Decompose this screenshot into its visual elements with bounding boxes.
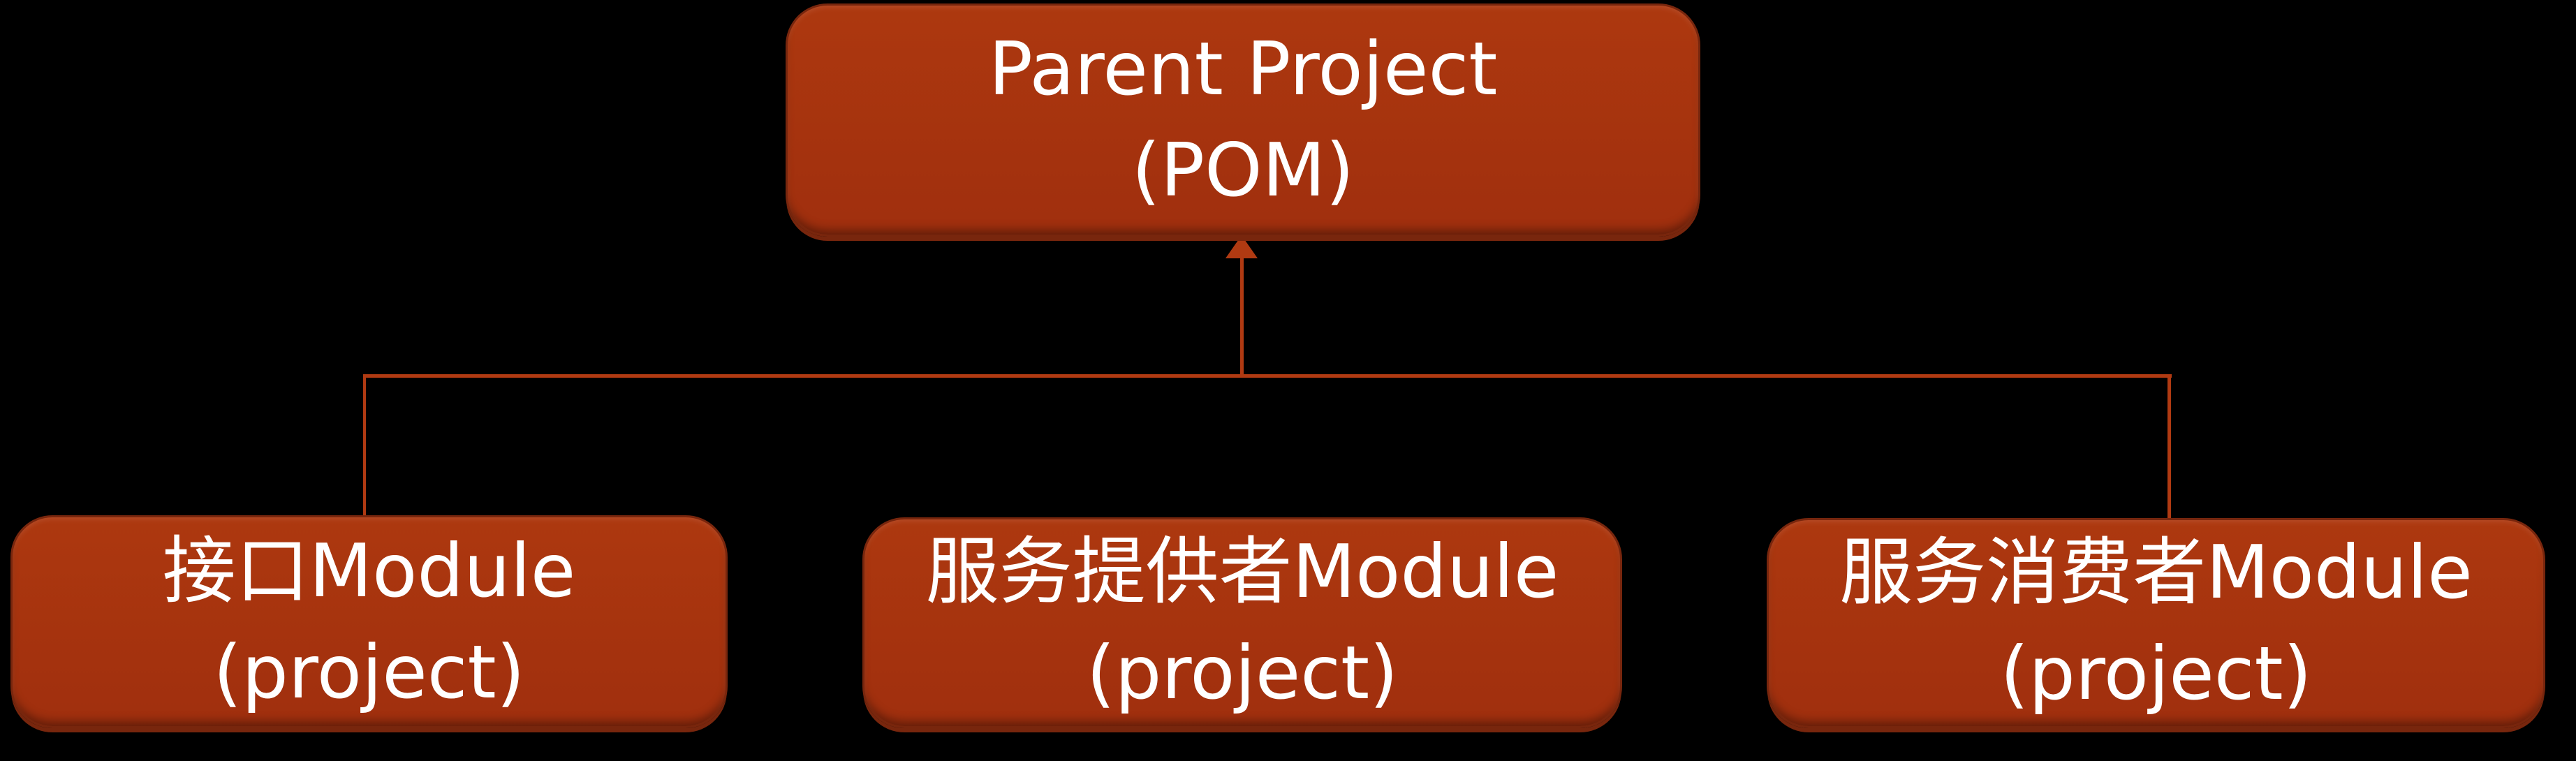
service-provider-module-box: 服务提供者Module (project) xyxy=(862,517,1622,728)
arrow-up-icon xyxy=(1226,235,1258,258)
parent-project-box: Parent Project (POM) xyxy=(786,3,1700,237)
service-consumer-module-subtitle: (project) xyxy=(2000,630,2312,716)
connector-right-vertical-line xyxy=(2167,374,2171,519)
service-provider-module-title: 服务提供者Module xyxy=(925,529,1559,615)
connector-parent-vertical-line xyxy=(1240,256,1244,376)
interface-module-box: 接口Module (project) xyxy=(10,515,728,728)
service-provider-module-subtitle: (project) xyxy=(1086,630,1399,716)
interface-module-subtitle: (project) xyxy=(213,629,525,715)
service-consumer-module-box: 服务消费者Module (project) xyxy=(1767,518,2545,728)
connector-left-vertical-line xyxy=(363,374,366,517)
service-consumer-module-title: 服务消费者Module xyxy=(1839,529,2473,615)
parent-box-subtitle: (POM) xyxy=(1131,128,1355,213)
interface-module-title: 接口Module xyxy=(162,528,576,614)
connector-horizontal-line xyxy=(363,374,2172,378)
parent-box-title: Parent Project xyxy=(988,27,1498,112)
